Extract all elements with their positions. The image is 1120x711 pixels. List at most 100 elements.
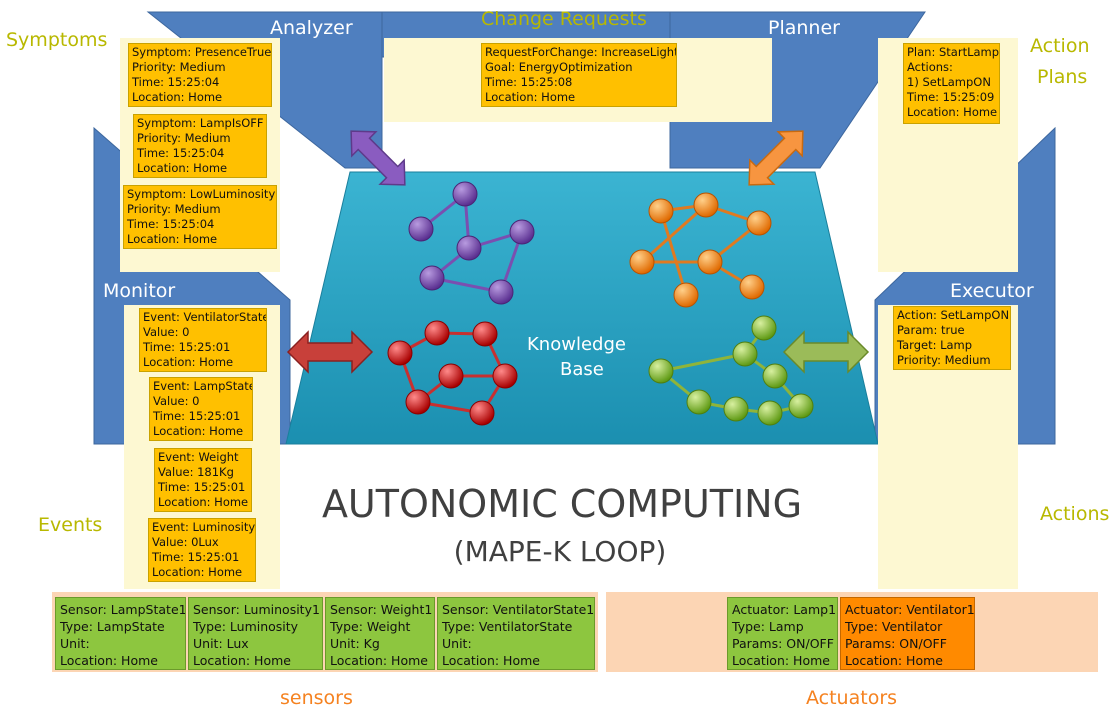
- card-line: Location: Home: [60, 653, 158, 668]
- card-line: Sensor: LampState1: [60, 602, 186, 617]
- graph-orange: [629, 192, 772, 308]
- card-line: Unit:: [60, 636, 90, 651]
- card-line: Location: Home: [330, 653, 428, 668]
- card-line: Location: Home: [152, 565, 243, 579]
- events-label: Events: [38, 514, 103, 536]
- change-requests-label: Change Requests: [481, 8, 647, 30]
- card-line: Time: 15:25:01: [158, 480, 246, 494]
- card-line: Goal: EnergyOptimization: [485, 60, 633, 74]
- card-line: Sensor: VentilatorState1: [442, 602, 595, 617]
- card-line: Priority: Medium: [137, 131, 231, 145]
- card-line: Location: Home: [193, 653, 291, 668]
- card-line: Type: LampState: [60, 619, 165, 634]
- graph-red: [387, 320, 518, 426]
- symptoms-label: Symptoms: [6, 29, 108, 51]
- card-line: Symptom: LampIsOFF: [137, 116, 264, 130]
- graph-green: [648, 315, 814, 426]
- card-line: Symptom: PresenceTrue: [132, 45, 272, 59]
- card-line: Event: Luminosity: [152, 520, 256, 534]
- sensors-label: sensors: [280, 687, 353, 709]
- arrow-executor: [782, 330, 870, 374]
- knowledge-base-label-line2: Base: [560, 359, 604, 380]
- card-line: Value: 181Kg: [158, 465, 234, 479]
- executor-label: Executor: [950, 280, 1034, 302]
- planner-label: Planner: [768, 17, 840, 39]
- card-line: Time: 15:25:01: [143, 340, 231, 354]
- action-plans-label-line2: Plans: [1037, 66, 1088, 88]
- diagram-title: AUTONOMIC COMPUTING: [321, 482, 803, 526]
- graph-purple: [408, 181, 535, 305]
- card-line: Time: 15:25:01: [153, 409, 241, 423]
- card-line: Location: Home: [127, 232, 218, 246]
- card-line: Symptom: LowLuminosity: [127, 187, 276, 201]
- card-line: Sensor: Weight1: [330, 602, 433, 617]
- card-line: Value: 0: [143, 325, 190, 339]
- card-line: Location: Home: [153, 424, 244, 438]
- card-line: Time: 15:25:09: [907, 90, 995, 104]
- card-line: Event: LampState: [153, 379, 253, 393]
- card-line: Location: Home: [137, 161, 228, 175]
- card-line: Priority: Medium: [127, 202, 221, 216]
- card-line: Location: Home: [845, 653, 943, 668]
- card-line: Time: 15:25:01: [152, 550, 240, 564]
- card-line: RequestForChange: IncreaseLight: [485, 45, 677, 59]
- card-line: Value: 0: [153, 394, 200, 408]
- card-line: Type: Luminosity: [193, 619, 299, 634]
- card-line: Target: Lamp: [897, 338, 973, 352]
- card-line: Actuator: Ventilator1: [845, 602, 975, 617]
- card-line: Priority: Medium: [897, 353, 991, 367]
- card-line: Plan: StartLamp: [907, 45, 1000, 59]
- card-line: Event: Weight: [158, 450, 239, 464]
- card-line: Action: SetLampON: [897, 308, 1010, 322]
- card-line: Unit: Kg: [330, 636, 380, 651]
- arrow-monitor: [286, 330, 374, 374]
- card-line: Sensor: Luminosity1: [193, 602, 320, 617]
- analyzer-label: Analyzer: [270, 17, 353, 39]
- card-line: Param: true: [897, 323, 965, 337]
- card-line: Location: Home: [442, 653, 540, 668]
- card-line: 1) SetLampON: [907, 75, 991, 89]
- card-line: Unit: Lux: [193, 636, 249, 651]
- card-line: Params: ON/OFF: [845, 636, 947, 651]
- card-line: Type: Lamp: [732, 619, 804, 634]
- actuators-label: Actuators: [806, 687, 898, 709]
- card-line: Location: Home: [485, 90, 576, 104]
- knowledge-base-label-line1: Knowledge: [527, 334, 626, 355]
- card-line: Location: Home: [158, 495, 249, 509]
- diagram-subtitle: (MAPE-K LOOP): [453, 535, 667, 568]
- card-line: Type: Ventilator: [845, 619, 943, 634]
- action-plans-label-line1: Action: [1030, 35, 1090, 57]
- card-line: Value: 0Lux: [152, 535, 219, 549]
- card-line: Type: Weight: [330, 619, 411, 634]
- card-line: Time: 15:25:04: [137, 146, 225, 160]
- actions-label: Actions: [1040, 503, 1110, 525]
- arrow-planner: [748, 130, 804, 186]
- card-line: Time: 15:25:04: [127, 217, 215, 231]
- card-line: Actions:: [907, 60, 953, 74]
- card-line: Unit:: [442, 636, 472, 651]
- monitor-label: Monitor: [103, 280, 176, 302]
- card-line: Location: Home: [143, 355, 234, 369]
- card-line: Time: 15:25:08: [485, 75, 573, 89]
- card-line: Type: VentilatorState: [442, 619, 573, 634]
- arrow-analyzer: [350, 130, 406, 186]
- card-line: Actuator: Lamp1: [732, 602, 837, 617]
- card-line: Time: 15:25:04: [132, 75, 220, 89]
- card-line: Location: Home: [732, 653, 830, 668]
- card-line: Location: Home: [907, 105, 998, 119]
